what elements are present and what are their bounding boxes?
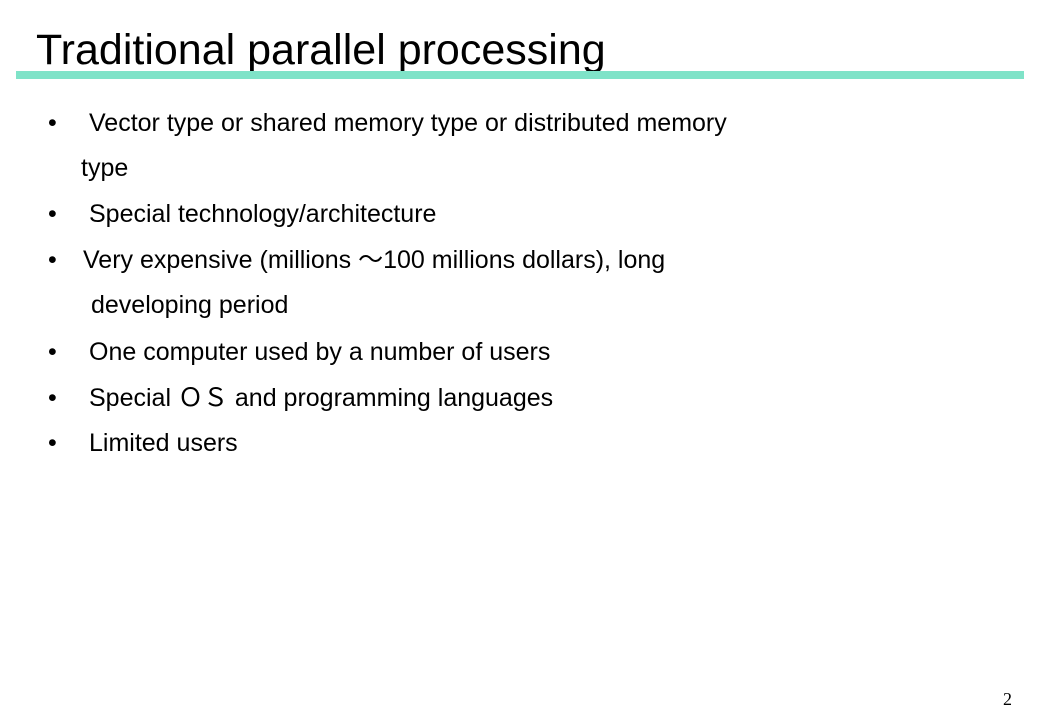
bullet-text: Very expensive (millions ～100 millions d… (83, 246, 666, 274)
bullet-dot: • (48, 246, 57, 274)
title-underline (16, 71, 1024, 79)
bullet-dot: • (48, 109, 57, 137)
page-number: 2 (1003, 689, 1012, 709)
slide-title: Traditional parallel processing (36, 26, 606, 74)
bullet-text: Vector type or shared memory type or dis… (89, 109, 727, 137)
bullet-dot: • (48, 429, 57, 457)
bullet-text: type (81, 154, 129, 182)
bullet-text: Limited users (89, 429, 238, 457)
bullet-text: developing period (91, 291, 289, 319)
bullet-dot: • (48, 200, 57, 228)
bullet-text: Special ＯＳ and programming languages (89, 384, 554, 412)
bullet-text: Special technology/architecture (89, 200, 437, 228)
bullet-text: One computer used by a number of users (89, 338, 551, 366)
bullet-dot: • (48, 338, 57, 366)
bullet-dot: • (48, 384, 57, 412)
